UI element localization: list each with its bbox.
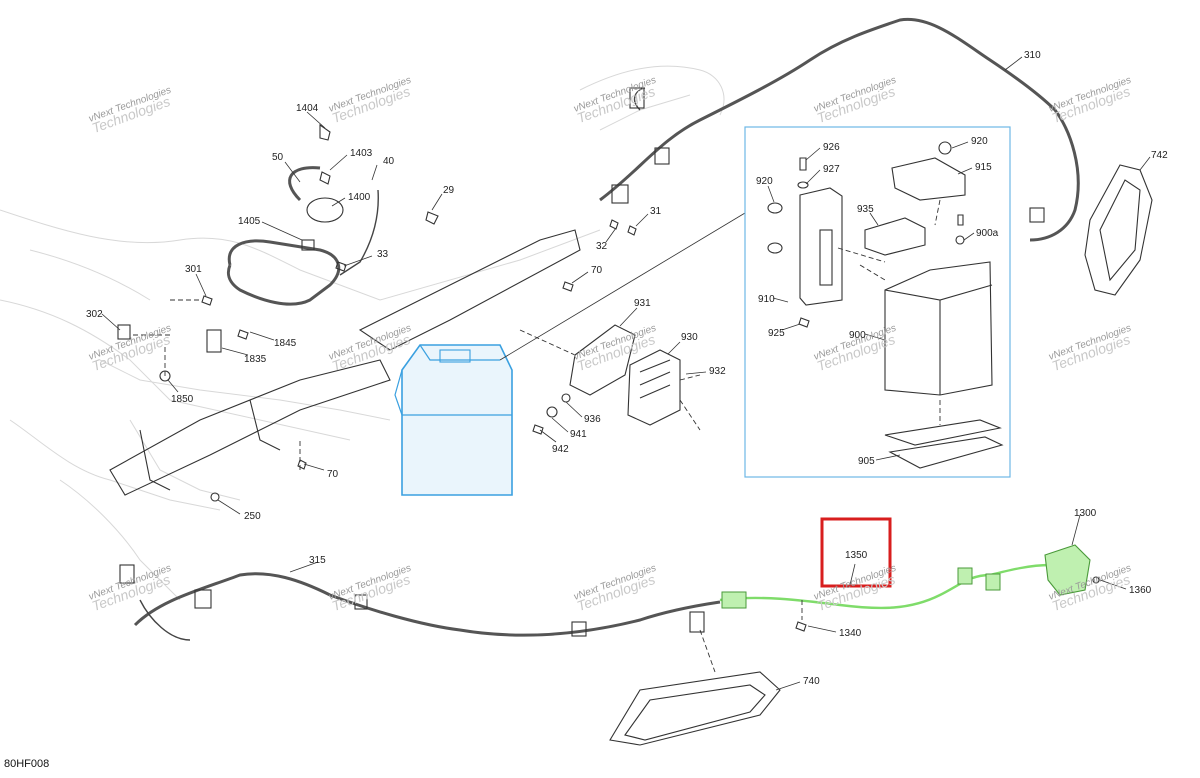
callout-941: 941 xyxy=(570,429,587,440)
callout-742: 742 xyxy=(1151,150,1168,161)
callout-925: 925 xyxy=(768,328,785,339)
callout-32: 32 xyxy=(596,241,608,252)
callout-905: 905 xyxy=(858,456,875,467)
headlight-742 xyxy=(1084,164,1153,296)
callout-936: 936 xyxy=(584,414,601,425)
callout-920-right: 920 xyxy=(971,136,988,147)
callout-915: 915 xyxy=(975,162,992,173)
callout-33: 33 xyxy=(377,249,389,260)
harness-1350-highlighted xyxy=(719,544,1100,632)
detail-inset xyxy=(744,126,1011,478)
callout-910: 910 xyxy=(758,294,775,305)
diagram-code: 80HF008 xyxy=(4,758,49,770)
harness-315 xyxy=(119,564,721,641)
callout-70-upper: 70 xyxy=(591,265,603,276)
leader-lines xyxy=(101,56,1151,691)
callout-1405: 1405 xyxy=(238,216,261,227)
callout-1400: 1400 xyxy=(348,192,371,203)
frame-rail xyxy=(109,229,581,496)
callout-932: 932 xyxy=(709,366,726,377)
callout-900: 900 xyxy=(849,330,866,341)
taillight-740 xyxy=(609,629,781,746)
callout-740: 740 xyxy=(803,676,820,687)
fasteners xyxy=(117,295,571,502)
callout-31: 31 xyxy=(650,206,662,217)
callout-1350: 1350 xyxy=(845,550,868,561)
callout-1300: 1300 xyxy=(1074,508,1097,519)
callout-900a: 900a xyxy=(976,228,999,239)
callout-labels: 1404 1403 50 40 1400 29 1405 31 32 33 70… xyxy=(86,50,1168,687)
callout-40: 40 xyxy=(383,156,395,167)
callout-931: 931 xyxy=(634,298,651,309)
callout-29: 29 xyxy=(443,185,455,196)
selection-box xyxy=(820,517,892,588)
callout-302: 302 xyxy=(86,309,103,320)
callout-315: 315 xyxy=(309,555,326,566)
callout-1403: 1403 xyxy=(350,148,373,159)
harness-310 xyxy=(599,17,1080,242)
callout-927: 927 xyxy=(823,164,840,175)
callout-50: 50 xyxy=(272,152,284,163)
watermarks: vNext Technologies Technologies vNext Te… xyxy=(87,75,1132,614)
callout-1404: 1404 xyxy=(296,103,319,114)
callout-930: 930 xyxy=(681,332,698,343)
callout-1850: 1850 xyxy=(171,394,194,405)
callout-301: 301 xyxy=(185,264,202,275)
battery-cable-assembly xyxy=(226,123,637,306)
callout-70-lower: 70 xyxy=(327,469,339,480)
callout-250: 250 xyxy=(244,511,261,522)
callout-1845: 1845 xyxy=(274,338,297,349)
callout-926: 926 xyxy=(823,142,840,153)
voltage-regulator xyxy=(519,324,701,431)
callout-1360: 1360 xyxy=(1129,585,1152,596)
callout-1835: 1835 xyxy=(244,354,267,365)
frame-ghost xyxy=(0,65,725,601)
callout-920-left: 920 xyxy=(756,176,773,187)
battery-highlighted xyxy=(394,344,513,496)
callout-935: 935 xyxy=(857,204,874,215)
callout-310: 310 xyxy=(1024,50,1041,61)
callout-942: 942 xyxy=(552,444,569,455)
callout-1340: 1340 xyxy=(839,628,862,639)
